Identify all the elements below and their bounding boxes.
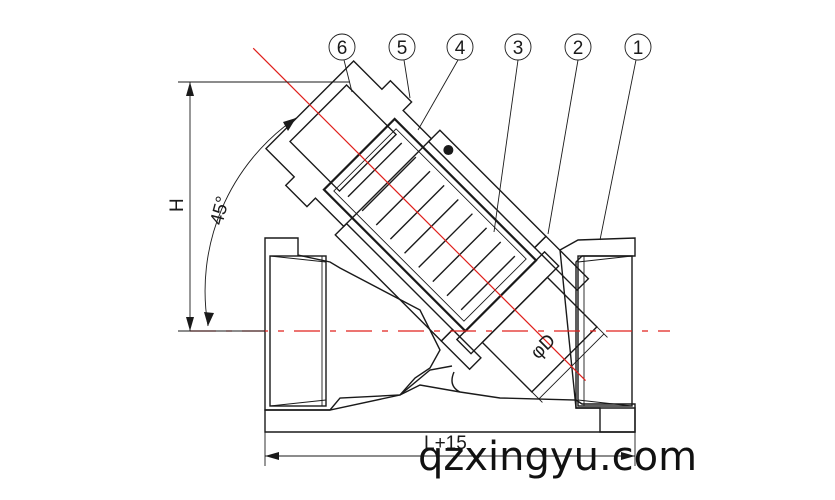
callout-6: 6 bbox=[328, 33, 356, 61]
callout-2-number: 2 bbox=[573, 38, 584, 59]
body-right-section bbox=[559, 237, 636, 433]
watermark-text: qzxingyu.com bbox=[418, 434, 697, 480]
callout-3: 3 bbox=[504, 33, 532, 61]
callout-4: 4 bbox=[446, 33, 474, 61]
callout-5-number: 5 bbox=[397, 38, 408, 59]
angle-dimension: 45° bbox=[204, 117, 297, 327]
body-lower-section bbox=[264, 384, 636, 433]
callout-5: 5 bbox=[388, 33, 416, 61]
callout-1-number: 1 bbox=[633, 38, 644, 59]
callout-1: 1 bbox=[624, 33, 652, 61]
height-dimension: H bbox=[167, 81, 350, 332]
leader-lines bbox=[343, 59, 637, 241]
sleeve-part-5-lower bbox=[334, 222, 454, 342]
o-ring-part-4 bbox=[443, 145, 454, 156]
length-label: L+15 bbox=[424, 433, 467, 454]
callout-6-number: 6 bbox=[337, 38, 348, 59]
bonnet-assembly bbox=[252, 47, 608, 403]
callout-2: 2 bbox=[564, 33, 592, 61]
valve-body bbox=[264, 237, 636, 433]
length-dimension: L+15 bbox=[264, 432, 636, 466]
diameter-label: φD bbox=[527, 330, 560, 363]
height-label: H bbox=[167, 198, 188, 212]
angle-label: 45° bbox=[207, 194, 235, 227]
callout-3-number: 3 bbox=[513, 38, 524, 59]
callout-4-number: 4 bbox=[455, 38, 466, 59]
